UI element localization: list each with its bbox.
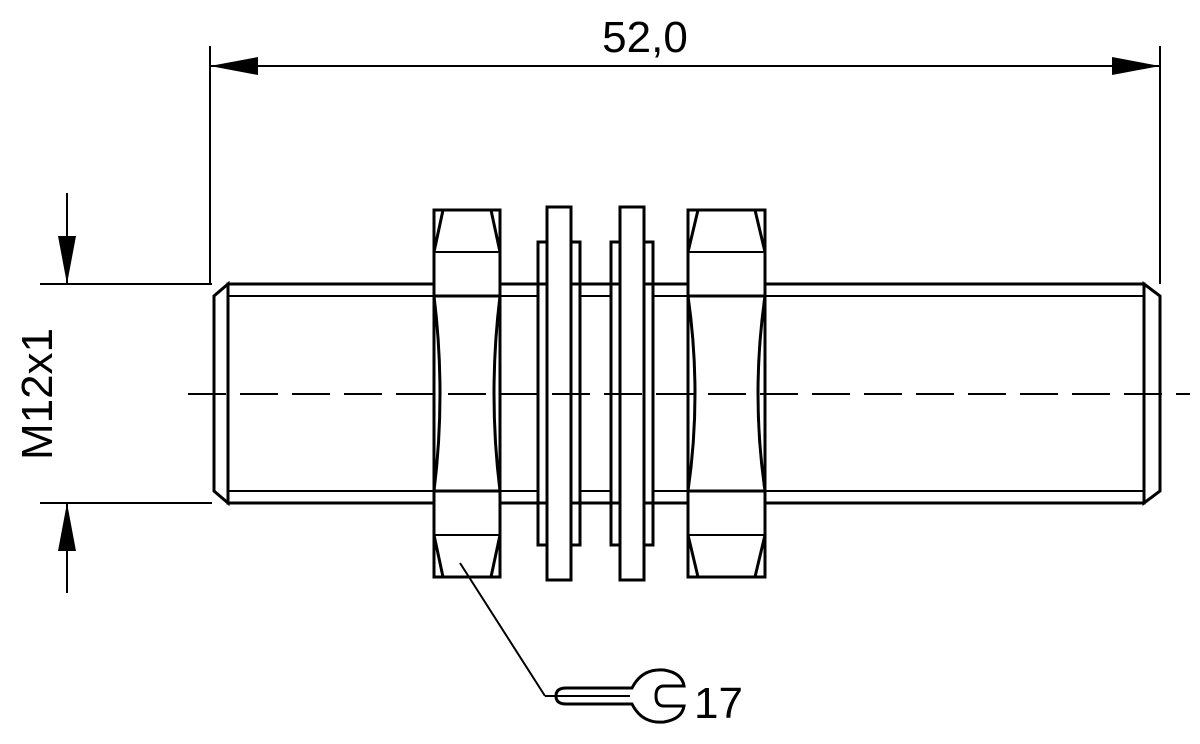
arrow-right-icon [1112, 57, 1160, 75]
thread-dimension: M12x1 [13, 193, 212, 593]
thread-dimension-label: M12x1 [13, 328, 62, 460]
left-end-chamfer [212, 280, 230, 507]
wrench-size-label: 17 [694, 679, 743, 728]
length-dimension: 52,0 [209, 13, 1161, 284]
arrow-left-icon [210, 57, 258, 75]
wrench-callout: 17 [459, 562, 743, 728]
barrel-visible-segments [500, 282, 688, 505]
arrow-up-icon [58, 503, 76, 551]
wrench-icon [554, 668, 686, 724]
length-dimension-label: 52,0 [602, 13, 688, 62]
right-end-chamfer [1142, 281, 1162, 506]
arrow-down-icon [58, 236, 76, 284]
leader-line [459, 562, 546, 697]
